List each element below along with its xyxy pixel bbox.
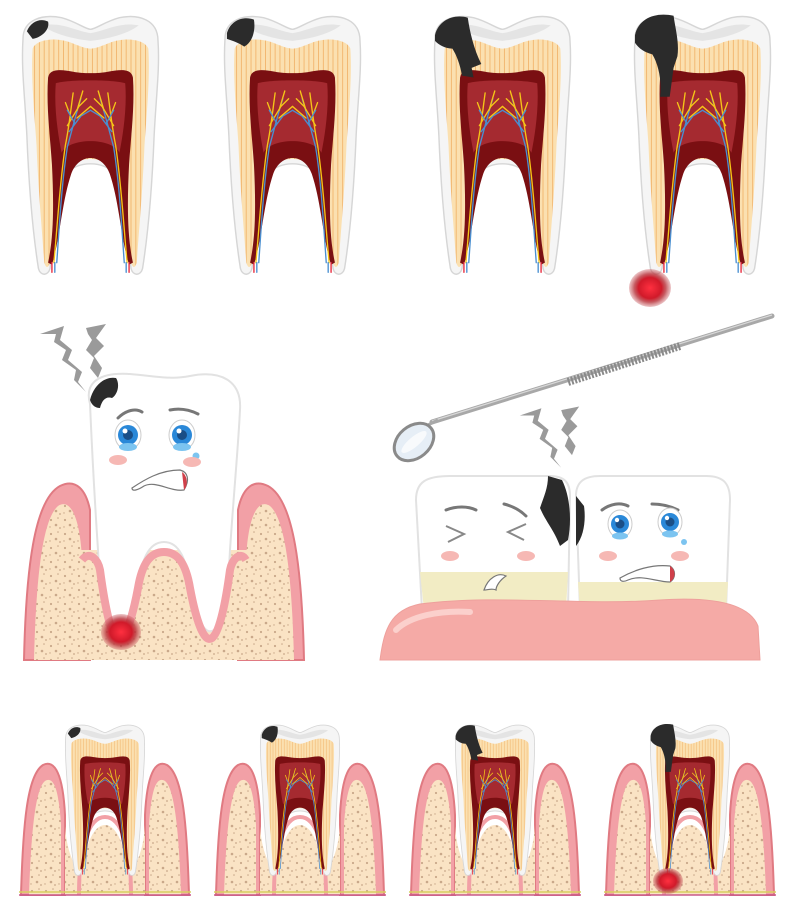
eye-left bbox=[114, 419, 142, 451]
tooth-section-icon bbox=[210, 10, 375, 280]
top-row-stage-3 bbox=[420, 10, 585, 280]
crying-tooth-character bbox=[20, 320, 310, 665]
bottom-row-stage-3 bbox=[405, 705, 585, 905]
eye-right bbox=[168, 419, 200, 460]
eyebrow-right bbox=[168, 407, 200, 416]
top-row-stage-2 bbox=[210, 10, 375, 280]
bottom-row-stage-2 bbox=[210, 705, 390, 905]
caries-spot bbox=[226, 18, 255, 47]
bottom-row-stage-4 bbox=[600, 705, 780, 905]
gum bbox=[379, 598, 761, 661]
eyebrow-left bbox=[116, 408, 144, 420]
tooth-section-icon bbox=[8, 10, 173, 280]
caries-spot bbox=[90, 377, 119, 408]
tooth-section-icon bbox=[420, 10, 585, 280]
abscess-icon bbox=[653, 868, 683, 894]
abscess-icon bbox=[629, 269, 671, 307]
abscess-icon bbox=[101, 614, 141, 650]
dental-mirror-icon bbox=[392, 313, 775, 463]
caries-spot bbox=[435, 16, 482, 78]
top-row-stage-4 bbox=[620, 10, 785, 310]
top-row-stage-1 bbox=[8, 10, 173, 280]
dental-scene bbox=[379, 310, 780, 665]
pain-zigzag-icon bbox=[520, 407, 579, 468]
caries-spot bbox=[635, 14, 678, 97]
tooth-crying-pain bbox=[574, 475, 732, 611]
tooth-section-icon bbox=[620, 14, 785, 280]
bottom-row-stage-1 bbox=[15, 705, 195, 905]
tooth-squint-pain bbox=[414, 475, 572, 611]
caries-spot bbox=[26, 20, 49, 39]
